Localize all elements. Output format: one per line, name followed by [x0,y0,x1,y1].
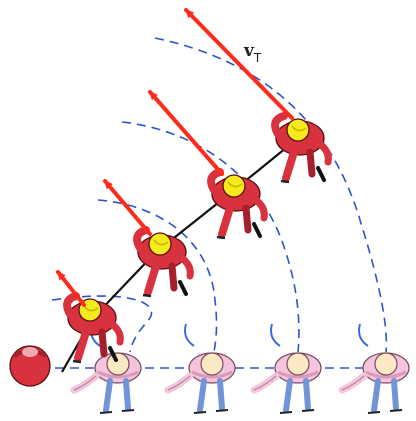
trajectory-path-2 [122,122,299,352]
red-skater-icon [137,230,190,296]
red-skater-icon [211,172,264,238]
velocity-label: vT [243,41,262,65]
red-helmet-icon [10,346,50,386]
red-skater-icon [275,116,328,182]
pink-skater-icon [342,324,409,413]
red-skater-icon [67,296,120,362]
velocity-arrow-icon [150,92,222,174]
velocity-arrow-icon [105,181,150,234]
pink-skater-icon [254,324,321,413]
velocity-label-subscript: T [253,51,262,65]
red-skaters [67,116,328,362]
velocity-arrow-icon [186,10,292,118]
trajectory-path-1 [155,38,386,352]
